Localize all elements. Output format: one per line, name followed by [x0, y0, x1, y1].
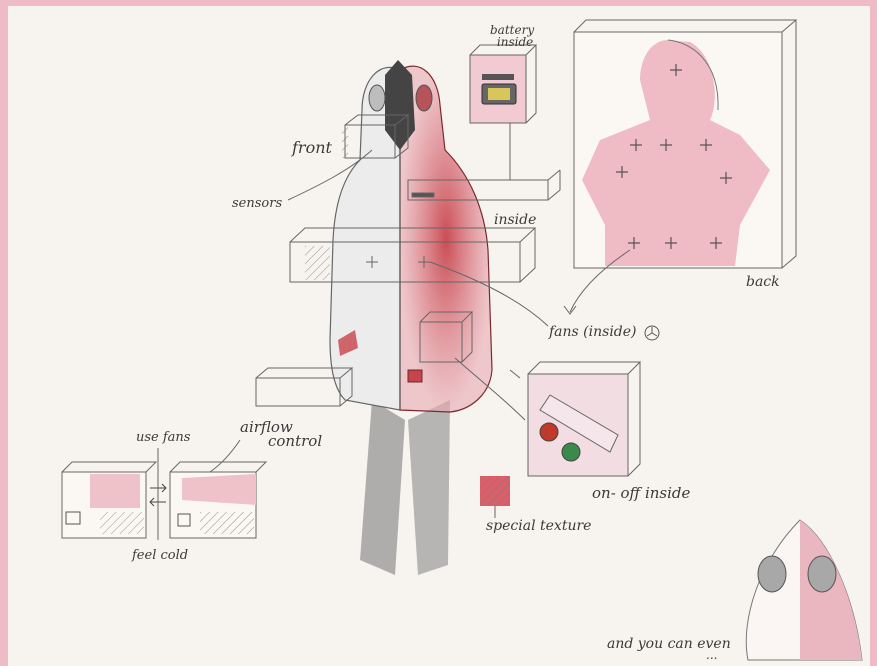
ellipsis-label: ...: [706, 648, 717, 662]
fans-label: fans (inside): [549, 324, 637, 340]
inside-label: inside: [494, 212, 536, 228]
on-off-label: on- off inside: [592, 484, 690, 502]
battery-label-line2: inside: [496, 36, 534, 48]
battery-box: [470, 45, 536, 180]
fan-icon: [645, 326, 659, 340]
airflow-diagram: [62, 440, 266, 540]
special-texture-label: special texture: [486, 518, 591, 534]
front-label: front: [292, 138, 332, 157]
back-view-panel: [574, 20, 796, 268]
use-fans-label: use fans: [136, 430, 190, 445]
hood-detail-sketch: [746, 520, 862, 660]
texture-swatch: [480, 476, 510, 518]
airflow-control-label: airflow control: [240, 420, 322, 448]
airflow-label-line2: control: [268, 434, 322, 448]
sensors-label: sensors: [232, 196, 282, 211]
battery-label: battery inside: [490, 24, 534, 48]
jacket-figure: [330, 60, 492, 575]
back-label: back: [746, 274, 780, 290]
battery-icon: [482, 74, 516, 104]
feel-cold-label: feel cold: [132, 548, 188, 563]
